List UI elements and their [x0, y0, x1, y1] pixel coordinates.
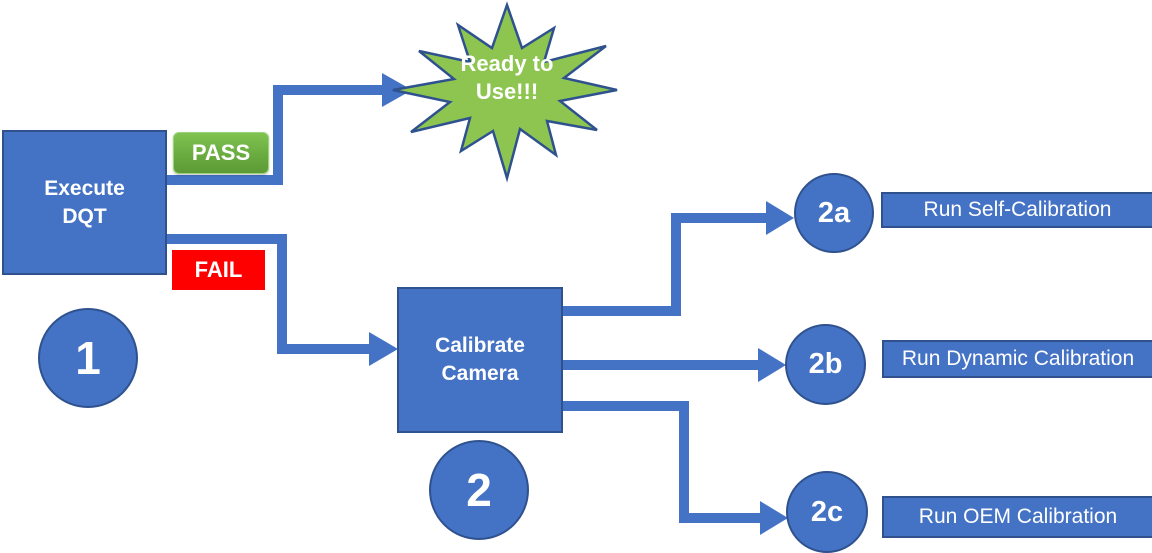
fail-arrowhead — [369, 332, 398, 366]
step-1-number: 1 — [75, 332, 101, 384]
ready-burst-line2: Use!!! — [475, 79, 539, 104]
branch-2c-arrowhead — [760, 501, 788, 535]
calibrate-camera-label-line1: Calibrate — [435, 334, 525, 357]
fail-label: FAIL — [194, 257, 243, 282]
step-2a-number: 2a — [817, 196, 851, 229]
branch-2c-line — [562, 401, 761, 523]
run-dynamic-calibration-bar: Run Dynamic Calibration — [882, 340, 1152, 378]
run-dynamic-calibration-label: Run Dynamic Calibration — [901, 347, 1135, 370]
step-2a-badge: 2a — [794, 173, 874, 253]
execute-dqt-box: Execute DQT — [2, 130, 167, 275]
step-2-badge: 2 — [429, 440, 529, 540]
calibrate-camera-box: Calibrate Camera — [397, 287, 563, 433]
execute-dqt-label-line1: Execute — [44, 176, 125, 200]
branch-2a-arrowhead — [766, 201, 794, 235]
execute-dqt-label-line2: DQT — [62, 204, 107, 228]
step-2c-number: 2c — [810, 495, 844, 528]
pass-arrow-line — [167, 85, 383, 185]
ready-burst-line1: Ready to — [460, 51, 554, 76]
pass-label: PASS — [191, 140, 251, 165]
branch-2b-arrowhead — [758, 348, 786, 382]
run-self-calibration-bar: Run Self-Calibration — [881, 192, 1152, 228]
step-2b-number: 2b — [808, 348, 843, 380]
ready-burst-label: Ready to Use!!! — [427, 50, 587, 106]
pass-tag: PASS — [173, 132, 269, 174]
branch-2a-line — [562, 213, 767, 316]
ready-burst-shape — [392, 1, 618, 183]
run-oem-calibration-label: Run OEM Calibration — [918, 505, 1118, 528]
step-2b-badge: 2b — [785, 324, 866, 405]
step-1-badge: 1 — [38, 308, 138, 408]
run-self-calibration-label: Run Self-Calibration — [923, 198, 1112, 221]
run-oem-calibration-bar: Run OEM Calibration — [882, 496, 1152, 538]
step-2-number: 2 — [466, 464, 492, 516]
fail-tag: FAIL — [172, 250, 265, 290]
fail-arrow-line — [167, 234, 370, 354]
calibrate-camera-label-line2: Camera — [441, 362, 519, 385]
step-2c-badge: 2c — [786, 471, 868, 553]
